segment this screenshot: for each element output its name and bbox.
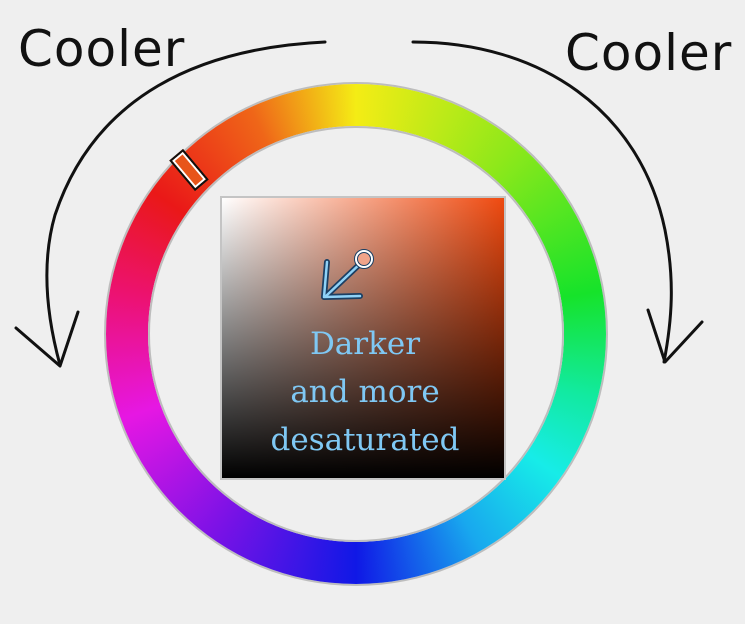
caption-line-3: desaturated <box>270 422 460 458</box>
sv-caption: Darker and more desaturated <box>230 320 500 464</box>
left-arrowhead-icon <box>14 310 80 368</box>
left-curved-arrow-icon <box>45 40 327 367</box>
right-curved-arrow-icon <box>411 40 673 364</box>
caption-line-2: and more <box>290 374 440 410</box>
cooler-label-left: Cooler <box>18 20 186 78</box>
sv-cursor-arrow-icon <box>321 249 374 300</box>
saturation-value-square[interactable] <box>220 196 506 480</box>
right-arrowhead-icon <box>646 308 704 364</box>
caption-line-1: Darker <box>309 326 421 362</box>
cooler-label-right: Cooler <box>565 24 733 82</box>
